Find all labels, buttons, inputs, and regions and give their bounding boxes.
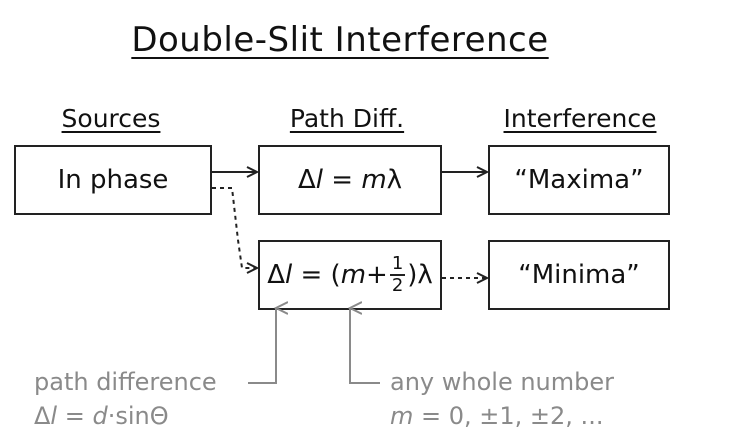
minima-label: “Minima”: [518, 260, 640, 290]
min-eq: = (: [292, 260, 341, 290]
header-sources: Sources: [61, 104, 161, 133]
header-interference: Interference: [503, 104, 657, 133]
m-values: = 0, ±1, ±2, ...: [413, 402, 604, 430]
in-phase-box: In phase: [14, 145, 212, 215]
max-l: l: [315, 165, 323, 195]
min-l: l: [284, 260, 293, 290]
max-lambda: λ: [386, 165, 403, 195]
whole-number-label: any whole number: [390, 368, 615, 396]
formula-d: d: [92, 402, 108, 430]
fraction-denominator: 2: [391, 275, 404, 296]
min-close: )λ: [407, 260, 433, 290]
max-m: m: [361, 165, 387, 195]
maxima-box: “Maxima”: [488, 145, 670, 215]
m-values-formula: m = 0, ±1, ±2, ...: [390, 402, 603, 430]
maxima-label: “Maxima”: [514, 165, 644, 195]
formula-delta: Δ: [34, 402, 51, 430]
formula-l: l: [50, 402, 58, 430]
diagram-title: Double-Slit Interference: [131, 20, 549, 60]
formula-rest: ·sinΘ: [107, 402, 169, 430]
max-delta: Δ: [297, 165, 316, 195]
formula-eq: =: [57, 402, 93, 430]
m-variable: m: [390, 402, 414, 430]
min-delta: Δ: [267, 260, 285, 290]
pointer-whole-number: [350, 308, 380, 384]
arrow-inphase-to-mincond: [212, 187, 256, 268]
minima-box: “Minima”: [488, 240, 670, 310]
max-eq: =: [322, 165, 362, 195]
path-difference-formula: Δl = d·sinΘ: [34, 402, 169, 430]
pointer-path-difference: [248, 308, 276, 384]
header-path-diff: Path Diff.: [289, 104, 405, 133]
path-difference-label: path difference: [34, 368, 217, 396]
min-plus: +: [366, 260, 388, 290]
fraction-numerator: 1: [389, 253, 406, 276]
min-m: m: [340, 260, 367, 290]
in-phase-label: In phase: [57, 165, 169, 195]
